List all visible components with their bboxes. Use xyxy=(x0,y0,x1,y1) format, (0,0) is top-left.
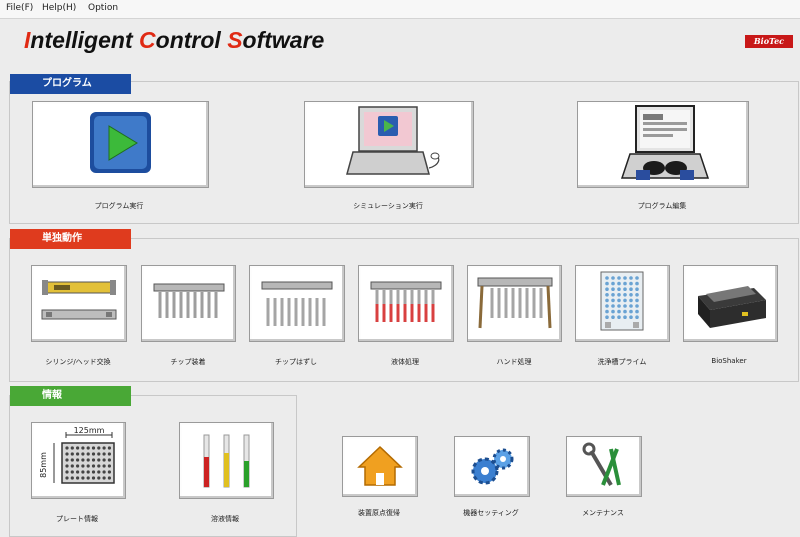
gears-icon xyxy=(471,448,514,485)
hand-handling-label: ハンド処理 xyxy=(496,358,532,366)
bioshaker-label: BioShaker xyxy=(711,357,747,365)
home-icon xyxy=(357,445,403,486)
bioshaker-button[interactable] xyxy=(683,265,778,342)
menu-file[interactable]: File(F) xyxy=(6,3,34,13)
title-letter-i: I xyxy=(24,27,31,53)
tubes-icon xyxy=(203,434,250,488)
info-tab: 情報 xyxy=(10,386,131,406)
program-edit-button[interactable] xyxy=(577,101,749,188)
tip-attach-button[interactable] xyxy=(141,265,236,342)
plate-height-text: 85mm xyxy=(39,452,48,478)
plate-width-text: 125mm xyxy=(74,426,105,435)
syringe-head-exchange-button[interactable] xyxy=(31,265,127,342)
home-return-button[interactable] xyxy=(342,436,418,497)
title-part-3: oftware xyxy=(242,27,325,53)
hand-handling-button[interactable] xyxy=(467,265,562,342)
hand-handling-icon xyxy=(477,277,553,329)
home-return-label: 装置原点復帰 xyxy=(358,509,400,517)
app-title: Intelligent Control Software xyxy=(24,27,324,54)
program-run-label: プログラム実行 xyxy=(94,202,144,210)
play-icon xyxy=(90,112,151,173)
tip-attach-label: チップ装着 xyxy=(170,358,206,366)
menu-bar: File(F) Help(H) Option xyxy=(0,0,800,19)
title-part-1: ntelligent xyxy=(30,27,140,53)
wash-prime-label: 洗浄槽プライム xyxy=(597,358,647,366)
laptop-typing-icon xyxy=(620,105,710,180)
maintenance-button[interactable] xyxy=(566,436,642,497)
wash-prime-icon xyxy=(600,271,644,331)
tools-icon xyxy=(582,442,621,487)
liquid-handling-label: 液体処理 xyxy=(391,358,419,366)
liquid-handling-icon xyxy=(370,281,442,322)
bioshaker-icon xyxy=(698,286,766,328)
tip-remove-button[interactable] xyxy=(249,265,345,342)
syringe-head-icon xyxy=(41,280,117,320)
title-letter-s: S xyxy=(227,27,243,53)
device-setting-label: 機器セッティング xyxy=(463,509,519,517)
title-letter-c: C xyxy=(139,27,156,53)
device-setting-button[interactable] xyxy=(454,436,530,497)
solution-info-label: 溶液情報 xyxy=(211,515,239,523)
program-run-button[interactable] xyxy=(32,101,209,188)
plate-info-label: プレート情報 xyxy=(56,515,98,523)
solution-info-button[interactable] xyxy=(179,422,274,499)
menu-option[interactable]: Option xyxy=(88,3,119,13)
tip-attach-icon xyxy=(153,283,225,318)
single-operation-tab: 単独動作 xyxy=(10,229,131,249)
menu-help[interactable]: Help(H) xyxy=(42,3,77,13)
tip-remove-icon xyxy=(261,281,333,326)
program-tab: プログラム xyxy=(10,74,131,94)
maintenance-label: メンテナンス xyxy=(582,509,624,517)
biotec-logo: BioTec xyxy=(745,35,793,48)
liquid-handling-button[interactable] xyxy=(358,265,454,342)
wash-prime-button[interactable] xyxy=(575,265,670,342)
program-edit-label: プログラム編集 xyxy=(637,202,687,210)
tip-remove-label: チップはずし xyxy=(275,358,317,366)
simulation-run-button[interactable] xyxy=(304,101,474,188)
plate-icon: 125mm 85mm xyxy=(39,426,115,484)
syringe-head-exchange-label: シリンジ/ヘッド交換 xyxy=(45,358,111,366)
plate-info-button[interactable]: 125mm 85mm xyxy=(31,422,126,499)
simulation-run-label: シミュレーション実行 xyxy=(353,202,423,210)
title-part-2: ontrol xyxy=(155,27,228,53)
laptop-play-icon xyxy=(346,106,440,175)
